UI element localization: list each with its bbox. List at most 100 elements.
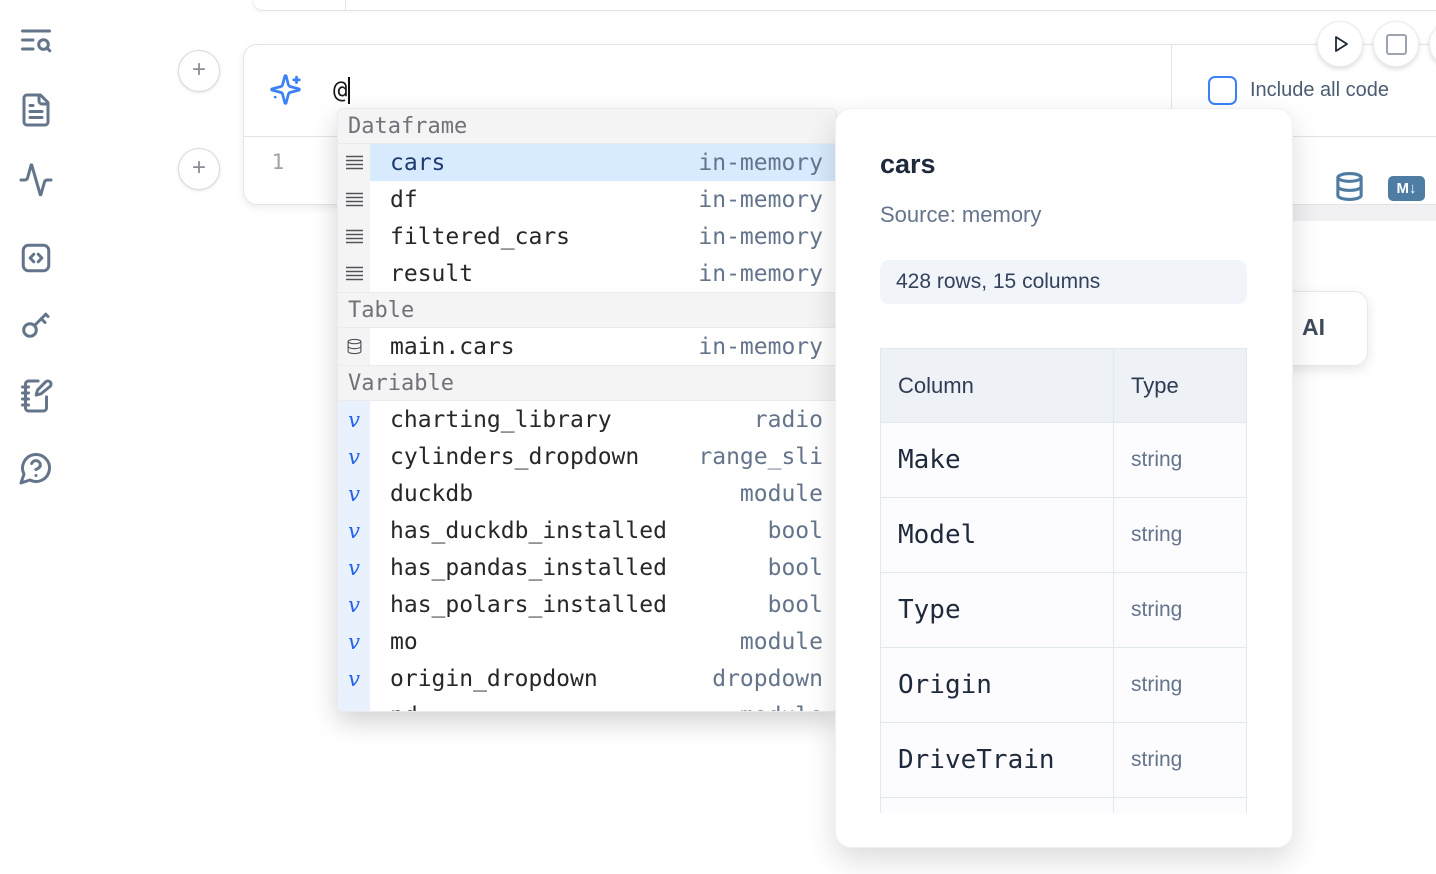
column-header: Column (898, 372, 974, 398)
autocomplete-item-origin-dropdown[interactable]: v origin_dropdown dropdown (338, 660, 836, 697)
item-type: bool (767, 554, 823, 581)
preview-table-header-row: Column Type (881, 349, 1246, 422)
type-header: Type (1131, 372, 1179, 398)
run-cell-button[interactable] (1317, 21, 1363, 67)
preview-table-row-clipped (881, 797, 1246, 813)
item-type: dropdown (712, 665, 823, 692)
item-name: main.cars (390, 333, 515, 360)
autocomplete-item-cars[interactable]: cars in-memory (338, 144, 836, 181)
item-name: charting_library (390, 406, 612, 433)
preview-table-row-drivetrain: DriveTrain string (881, 722, 1246, 797)
preview-title: cars (880, 149, 936, 179)
ai-prompt-input[interactable]: @ (333, 73, 533, 107)
autocomplete-item-duckdb[interactable]: v duckdb module (338, 475, 836, 512)
ai-prompt-text: @ (333, 76, 348, 104)
item-name: cars (390, 149, 446, 176)
item-type: module (739, 628, 823, 655)
preview-table-row-model: Model string (881, 497, 1246, 572)
item-type: in-memory (698, 333, 823, 360)
autocomplete-item-charting-library[interactable]: v charting_library radio (338, 401, 836, 438)
variable-icon: v (338, 623, 370, 660)
variable-icon: v (338, 401, 370, 438)
preview-shape-badge: 428 rows, 15 columns (880, 260, 1247, 304)
section-header-dataframe: Dataframe (338, 109, 836, 144)
activity-icon[interactable] (18, 162, 54, 198)
autocomplete-popup: Dataframe cars in-memory df in-memory filt… (337, 108, 837, 712)
preview-table-row-make: Make string (881, 422, 1246, 497)
item-name: has_duckdb_installed (390, 517, 667, 544)
item-type: in-memory (698, 223, 823, 250)
document-icon[interactable] (18, 92, 54, 128)
variable-icon: v (338, 438, 370, 475)
autocomplete-item-pd-clipped[interactable]: v pd module (338, 697, 836, 711)
database-output-icon[interactable] (1334, 171, 1365, 207)
item-type: in-memory (698, 149, 823, 176)
add-cell-below-button[interactable]: + (178, 148, 220, 190)
dataframe-rows-icon (338, 144, 370, 181)
item-type: bool (767, 517, 823, 544)
autocomplete-item-cylinders-dropdown[interactable]: v cylinders_dropdown range_sli (338, 438, 836, 475)
variable-icon: v (338, 660, 370, 697)
include-all-code-panel: Include all code (1172, 45, 1436, 136)
stop-icon (1385, 33, 1407, 55)
ai-card-text: AI (1302, 314, 1325, 340)
variable-icon: v (338, 697, 370, 711)
autocomplete-item-has-polars-installed[interactable]: v has_polars_installed bool (338, 586, 836, 623)
variable-icon: v (338, 512, 370, 549)
key-icon[interactable] (18, 306, 54, 342)
dataframe-rows-icon (338, 218, 370, 255)
item-type: module (740, 703, 823, 712)
markdown-badge-icon[interactable]: M↓ (1388, 176, 1425, 201)
item-name: pd (390, 703, 418, 712)
section-header-variable: Variable (338, 365, 836, 401)
item-name: result (390, 260, 474, 287)
code-panel-icon[interactable] (18, 240, 54, 276)
variable-icon: v (338, 475, 370, 512)
item-type: in-memory (698, 260, 823, 287)
item-name: df (390, 186, 418, 213)
section-header-table: Table (338, 292, 836, 328)
autocomplete-item-has-duckdb-installed[interactable]: v has_duckdb_installed bool (338, 512, 836, 549)
code-line-number: 1 (271, 150, 285, 174)
preview-table: Column Type Make string Model string Typ… (880, 348, 1247, 813)
item-type: in-memory (698, 186, 823, 213)
dataframe-preview-popup: cars Source: memory 428 rows, 15 columns… (835, 108, 1293, 848)
previous-cell-edge (252, 0, 1436, 11)
item-name: has_pandas_installed (390, 554, 667, 581)
autocomplete-item-has-pandas-installed[interactable]: v has_pandas_installed bool (338, 549, 836, 586)
autocomplete-item-df[interactable]: df in-memory (338, 181, 836, 218)
item-name: duckdb (390, 480, 474, 507)
autocomplete-item-main-cars[interactable]: main.cars in-memory (338, 328, 836, 365)
autocomplete-item-mo[interactable]: v mo module (338, 623, 836, 660)
item-name: origin_dropdown (390, 665, 598, 692)
notebook-edit-icon[interactable] (18, 378, 54, 414)
item-type: radio (753, 406, 823, 433)
item-type: range_sli (698, 443, 823, 470)
preview-table-row-type: Type string (881, 572, 1246, 647)
item-type: bool (767, 591, 823, 618)
autocomplete-item-result[interactable]: result in-memory (338, 255, 836, 292)
variable-icon: v (338, 586, 370, 623)
item-name: filtered_cars (390, 223, 571, 250)
item-name: mo (390, 628, 418, 655)
include-all-code-checkbox[interactable] (1208, 76, 1237, 105)
dataframe-rows-icon (338, 181, 370, 218)
stop-cell-button[interactable] (1373, 21, 1419, 67)
help-chat-icon[interactable] (18, 450, 54, 486)
add-cell-above-button[interactable]: + (178, 50, 220, 92)
item-name: has_polars_installed (390, 591, 667, 618)
item-name: cylinders_dropdown (390, 443, 640, 470)
text-search-icon[interactable] (18, 22, 54, 58)
sparkles-icon (269, 73, 302, 106)
autocomplete-item-filtered-cars[interactable]: filtered_cars in-memory (338, 218, 836, 255)
database-icon (338, 328, 370, 365)
include-all-code-label: Include all code (1250, 79, 1389, 101)
dataframe-rows-icon (338, 255, 370, 292)
variable-icon: v (338, 549, 370, 586)
previous-cell-gutter-divider (345, 0, 346, 10)
preview-source: Source: memory (880, 202, 1042, 227)
text-cursor (348, 76, 351, 104)
ai-row-divider (1171, 45, 1172, 136)
item-type: module (739, 480, 823, 507)
